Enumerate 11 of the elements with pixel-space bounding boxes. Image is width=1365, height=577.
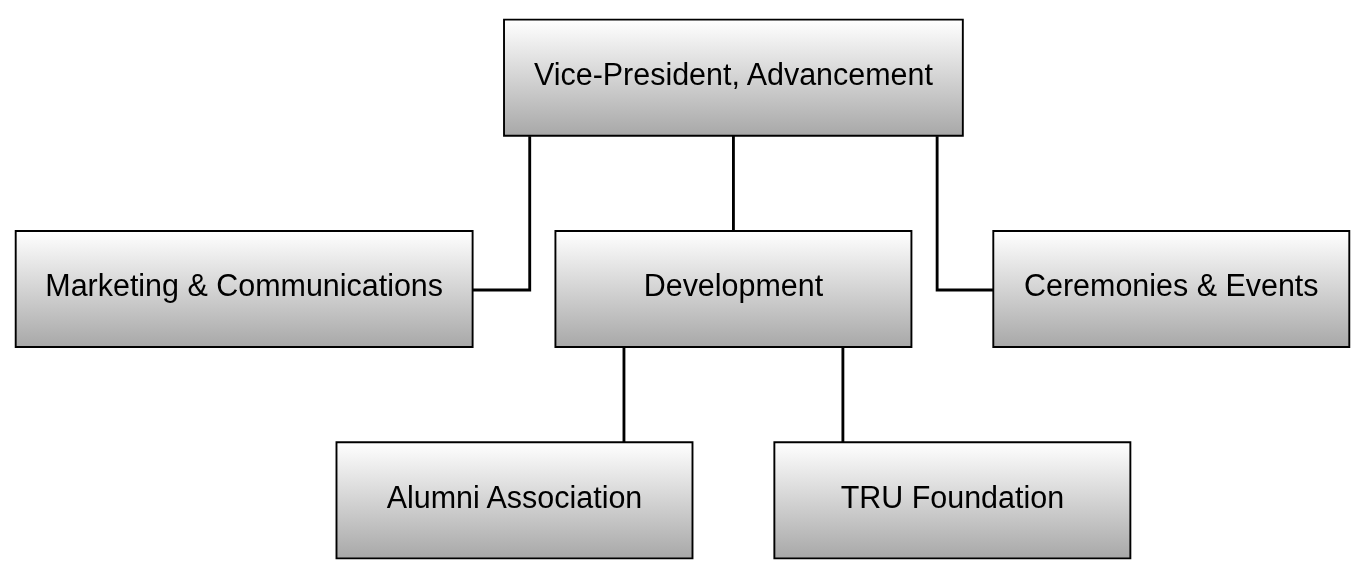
connector <box>472 135 532 291</box>
connector <box>935 135 994 291</box>
node-box: Marketing & Communications <box>14 229 474 348</box>
node-box: Alumni Association <box>335 440 694 559</box>
node-box: Ceremonies & Events <box>992 229 1351 348</box>
node-box: Development <box>554 229 913 348</box>
node-box: TRU Foundation <box>773 440 1132 559</box>
connector <box>732 135 735 231</box>
node-box: Vice-President, Advancement <box>503 18 964 137</box>
connector <box>622 346 626 442</box>
connector <box>841 346 845 442</box>
